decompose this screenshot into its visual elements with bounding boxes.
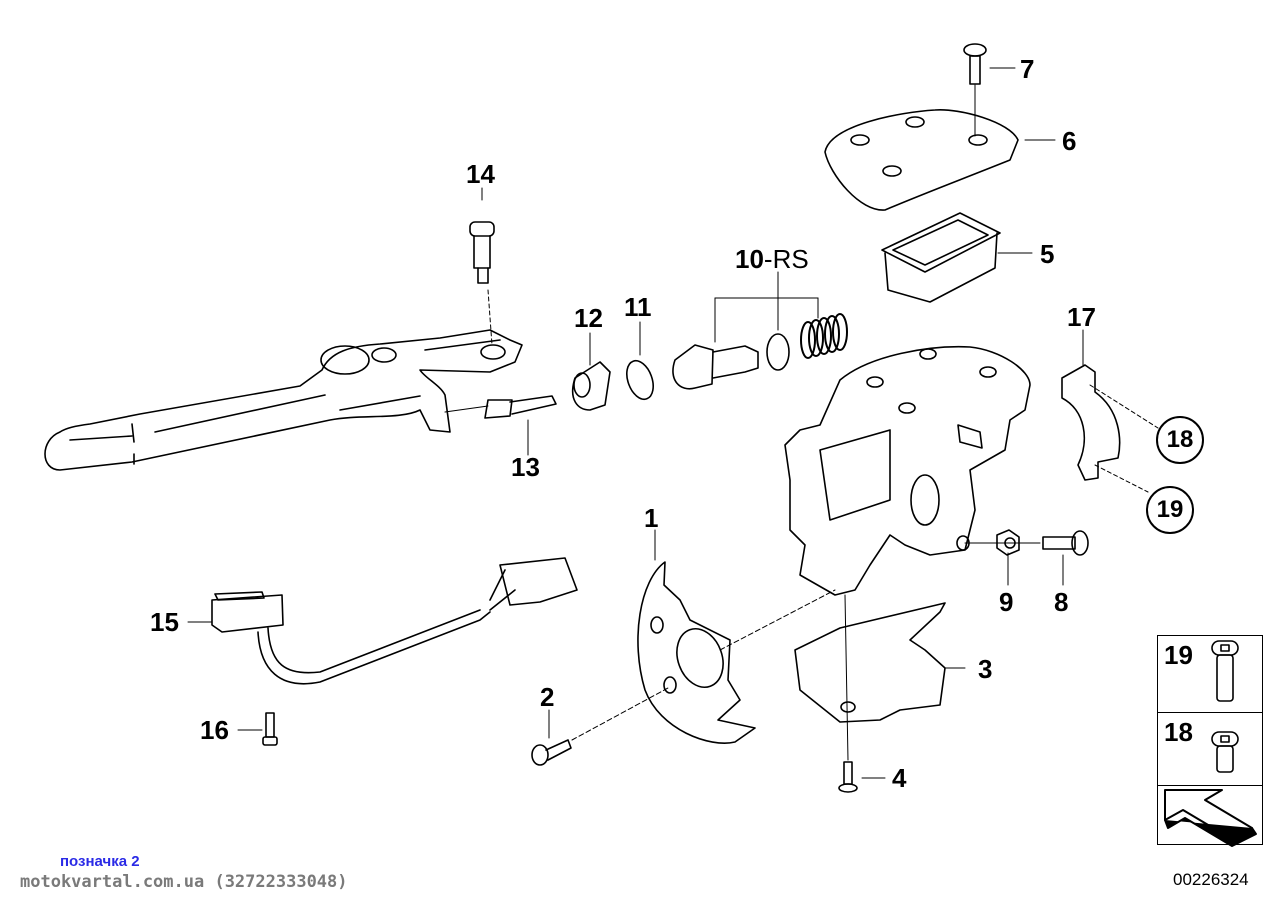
part-1-side-cover [637,561,756,744]
callout-15: 15 [150,607,179,637]
legend-number-19: 19 [1164,640,1193,670]
part-15-switch [211,557,578,685]
part-11-ring [626,359,654,401]
drawing-number: 00226324 [1173,870,1249,889]
callout-13: 13 [511,452,540,482]
callout-18: 18 [1156,416,1204,464]
callout-10-suffix: -RS [763,244,809,274]
callout-14: 14 [466,159,495,189]
callout-2: 2 [540,682,555,712]
legend-bolt-18-icon [1211,731,1239,773]
callout-16: 16 [200,715,229,745]
part-7-screw [963,43,987,85]
legend-direction-arrow-icon [1164,789,1257,847]
callout-19: 19 [1146,486,1194,534]
callout-8: 8 [1054,587,1069,617]
part-14-shoulder-bolt [469,221,495,284]
part-5-gasket [881,212,1001,303]
legend-box: 19 18 [1157,635,1263,845]
part-9-nut [996,529,1020,556]
callout-1: 1 [644,503,659,533]
callout-3: 3 [978,654,993,684]
legend-item-arrow [1158,786,1262,843]
callout-7: 7 [1020,54,1035,84]
callout-10-number: 10 [735,244,764,274]
callout-6: 6 [1062,126,1077,156]
callout-10: 10-RS [735,246,809,272]
part-17-clamp [1061,364,1121,481]
legend-number-18: 18 [1164,717,1193,747]
part-8-bolt [1042,530,1089,556]
hand-lever [44,329,523,471]
legend-item-18: 18 [1158,713,1262,786]
part-6-reservoir-cover [824,109,1019,211]
callout-4: 4 [892,763,907,793]
part-4-screw [838,761,858,793]
callout-5: 5 [1040,239,1055,269]
legend-bolt-19-icon [1211,640,1239,702]
part-16-screw [262,712,278,746]
part-10-piston-set [672,313,848,390]
leader-lines [187,67,1159,779]
callout-17: 17 [1067,302,1096,332]
callout-9: 9 [999,587,1014,617]
legend-item-19: 19 [1158,636,1262,713]
watermark-tag: позначка 2 [60,853,140,870]
watermark-site: motokvartal.com.ua (32722333048) [20,872,348,892]
part-13-pin [484,395,557,419]
callout-12: 12 [574,303,603,333]
master-cylinder-housing [784,345,1031,596]
part-2-screw [531,739,572,766]
callout-11: 11 [624,292,652,322]
part-12-bushing [571,361,611,411]
part-3-lower-bracket [794,602,946,723]
